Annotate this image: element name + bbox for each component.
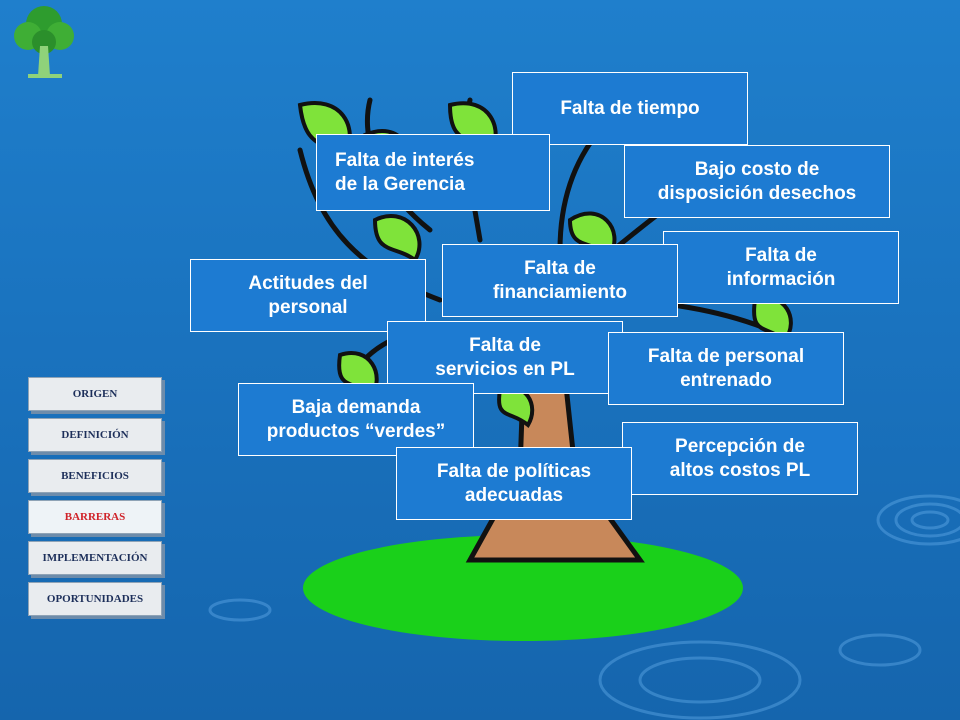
barrier-box-percepcion-costos: Percepción de altos costos PL [622, 422, 858, 495]
nav-button-definicion[interactable]: DEFINICIÓN [28, 418, 162, 452]
barrier-box-falta-de-personal: Falta de personal entrenado [608, 332, 844, 405]
nav-button-beneficios[interactable]: BENEFICIOS [28, 459, 162, 493]
barrier-box-bajo-costo-disposicion: Bajo costo de disposición desechos [624, 145, 890, 218]
barrier-box-falta-de-tiempo: Falta de tiempo [512, 72, 748, 145]
nav-button-barreras[interactable]: BARRERAS [28, 500, 162, 534]
nav-button-implementacion[interactable]: IMPLEMENTACIÓN [28, 541, 162, 575]
barrier-box-falta-de-informacion: Falta de información [663, 231, 899, 304]
tree-logo [4, 2, 80, 84]
barrier-box-actitudes-del-personal: Actitudes del personal [190, 259, 426, 332]
barrier-box-falta-de-servicios: Falta de servicios en PL [387, 321, 623, 394]
nav-button-oportunidades[interactable]: OPORTUNIDADES [28, 582, 162, 616]
tree-icon [14, 6, 74, 78]
barrier-box-baja-demanda: Baja demanda productos “verdes” [238, 383, 474, 456]
nav-button-origen[interactable]: ORIGEN [28, 377, 162, 411]
barrier-box-falta-de-financiamiento: Falta de financiamiento [442, 244, 678, 317]
barrier-box-falta-de-politicas: Falta de políticas adecuadas [396, 447, 632, 520]
barrier-box-falta-de-interes: Falta de interés de la Gerencia [316, 134, 550, 211]
